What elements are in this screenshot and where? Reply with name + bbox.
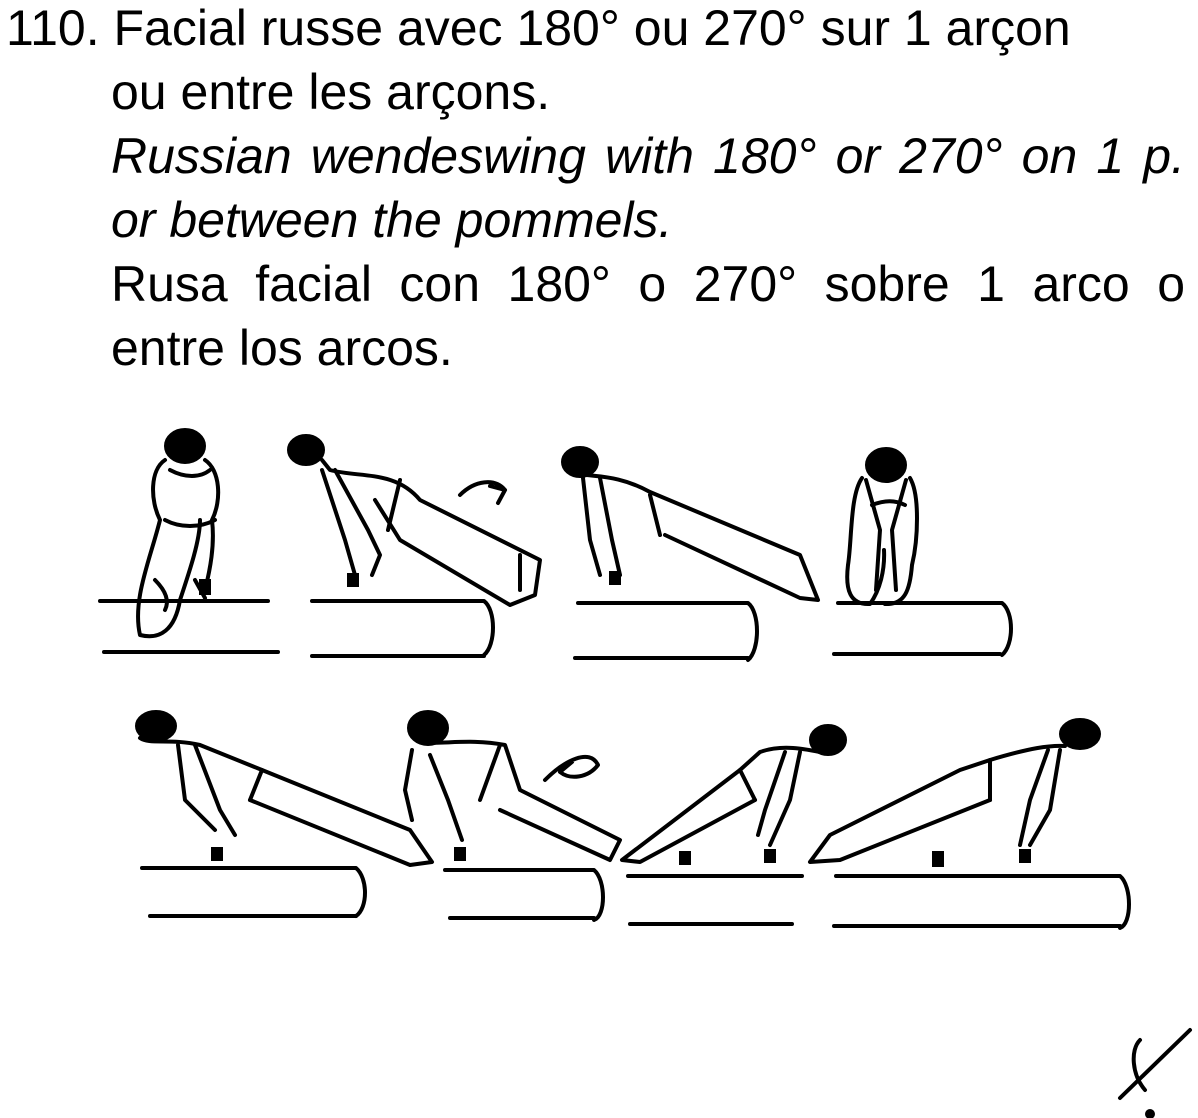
gymnast-figure-6 <box>405 711 620 860</box>
pommel-horse-5 <box>142 868 365 916</box>
pommel-horse-3 <box>575 603 757 660</box>
pommel-horse-4 <box>834 603 1011 655</box>
pommel-horse-6 <box>445 870 603 920</box>
gymnast-figure-8 <box>810 719 1100 866</box>
pommel-horse-1 <box>100 601 278 652</box>
gymnast-figure-5 <box>136 711 432 865</box>
gymnast-figure-4 <box>847 448 917 604</box>
gymnast-figure-3 <box>562 447 818 600</box>
pommel-horse-8 <box>834 876 1129 928</box>
gymnast-figure-1 <box>138 429 218 636</box>
gymnast-figure-7 <box>622 725 846 864</box>
gymnast-figure-2 <box>288 435 540 605</box>
pommel-horse-2 <box>312 601 493 656</box>
pommel-horse-7 <box>628 876 802 924</box>
element-symbol-icon <box>1100 1020 1195 1118</box>
